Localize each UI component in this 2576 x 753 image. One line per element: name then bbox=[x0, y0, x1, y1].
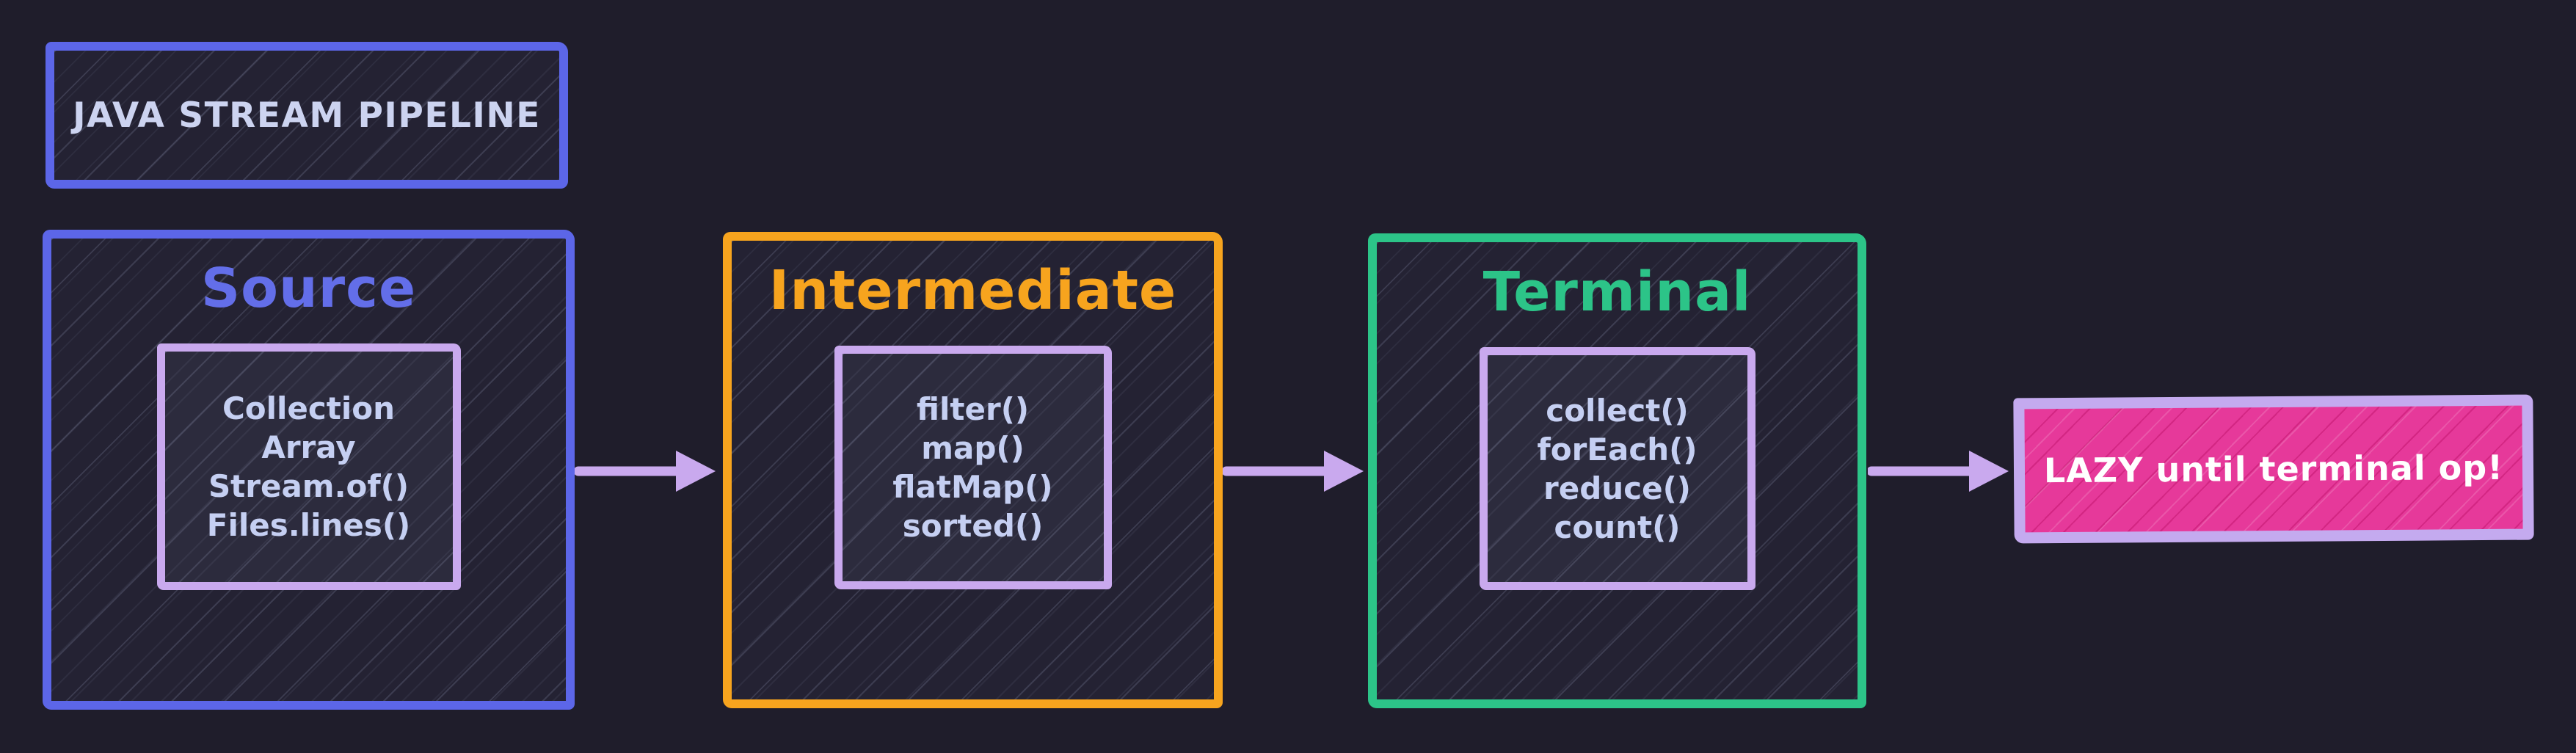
stage-item: filter() bbox=[916, 391, 1030, 428]
stage-box-intermediate: Intermediate filter() map() flatMap() so… bbox=[723, 232, 1223, 708]
stage-inner-box-terminal: collect() forEach() reduce() count() bbox=[1479, 347, 1755, 591]
stage-inner-box-intermediate: filter() map() flatMap() sorted() bbox=[834, 346, 1112, 590]
arrow-right-icon bbox=[575, 451, 716, 492]
arrow-right-icon bbox=[1868, 451, 2009, 492]
title-box: JAVA STREAM PIPELINE bbox=[46, 42, 568, 189]
stage-box-terminal: Terminal collect() forEach() reduce() co… bbox=[1368, 233, 1866, 708]
stage-item: count() bbox=[1554, 509, 1681, 545]
stage-item: Files.lines() bbox=[206, 507, 411, 544]
stage-item: reduce() bbox=[1543, 470, 1691, 506]
stage-item: sorted() bbox=[902, 508, 1044, 545]
stage-item: collect() bbox=[1546, 392, 1689, 429]
stage-item: Stream.of() bbox=[208, 468, 410, 505]
lazy-note-text: LAZY until terminal op! bbox=[2043, 447, 2504, 491]
pipeline-title: JAVA STREAM PIPELINE bbox=[73, 95, 541, 136]
stage-item: Array bbox=[261, 429, 356, 466]
stage-item: map() bbox=[921, 430, 1025, 467]
stage-title-terminal: Terminal bbox=[1482, 261, 1752, 324]
stage-title-intermediate: Intermediate bbox=[768, 259, 1177, 322]
stage-item: Collection bbox=[222, 390, 396, 427]
stage-item: forEach() bbox=[1537, 431, 1698, 468]
stage-title-source: Source bbox=[200, 257, 417, 320]
stage-box-source: Source Collection Array Stream.of() File… bbox=[43, 230, 575, 710]
stage-item: flatMap() bbox=[892, 469, 1053, 506]
arrow-right-icon bbox=[1223, 451, 1364, 492]
stage-inner-box-source: Collection Array Stream.of() Files.lines… bbox=[156, 343, 461, 591]
lazy-note-box: LAZY until terminal op! bbox=[2013, 394, 2534, 544]
